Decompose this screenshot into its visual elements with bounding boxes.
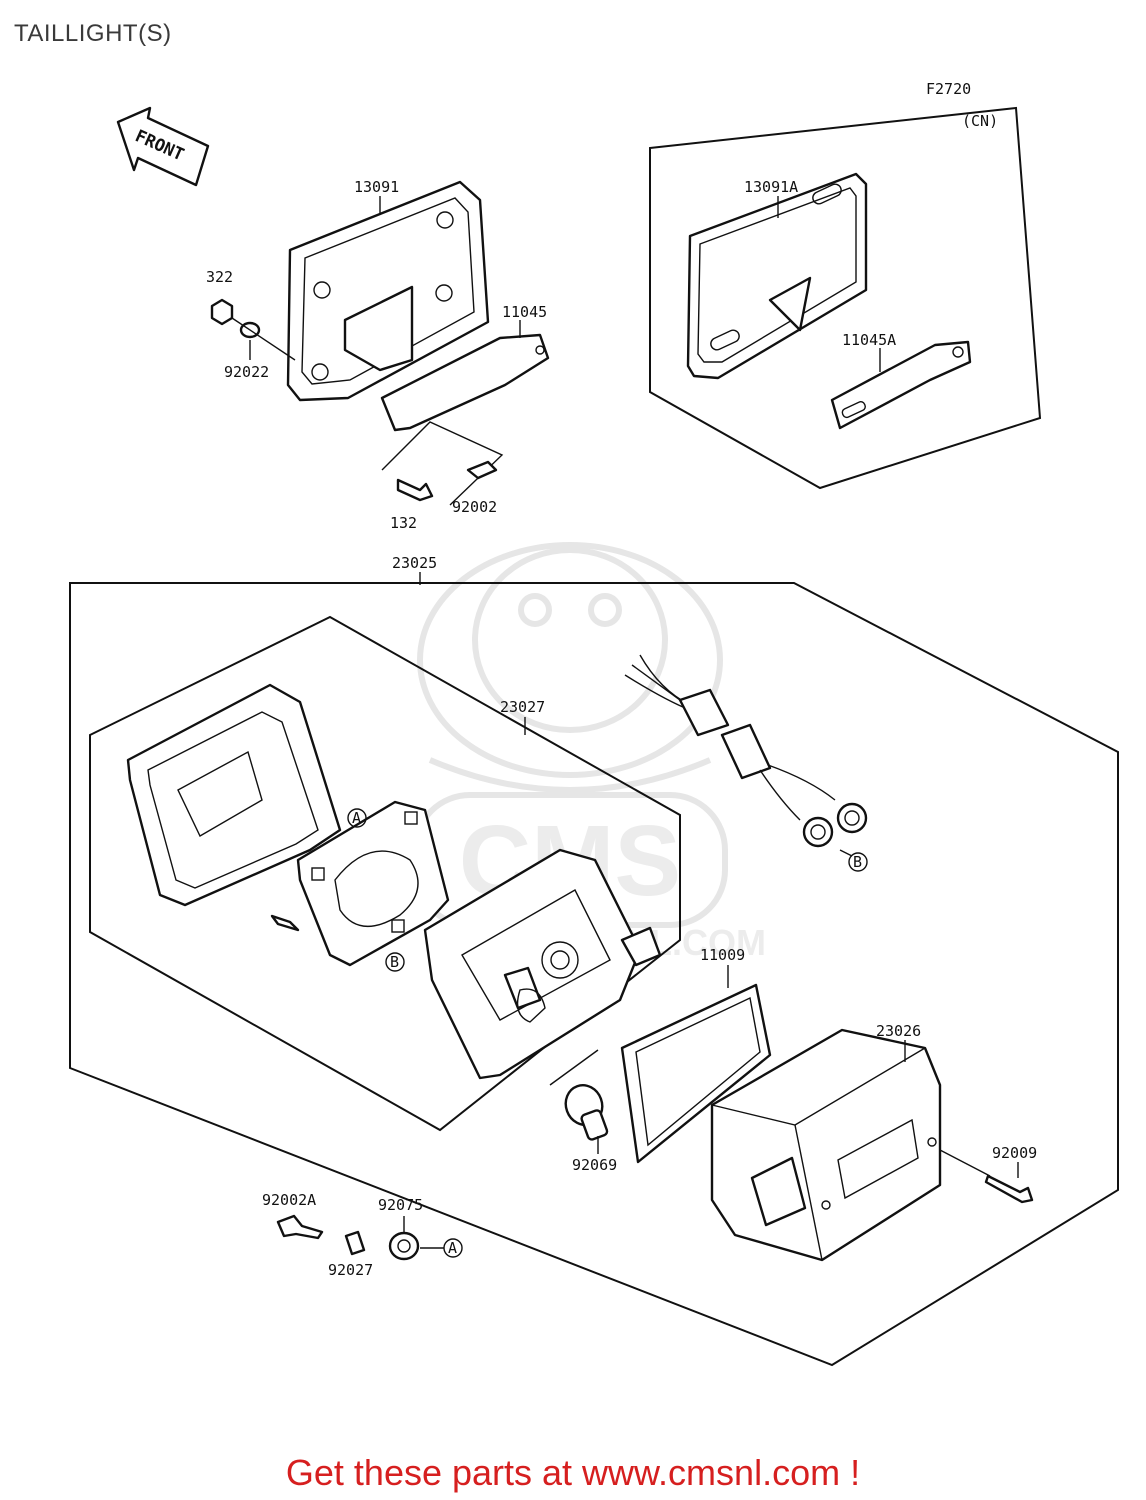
page-title: TAILLIGHT(S)	[14, 20, 172, 47]
part-92069: 92069	[572, 1156, 617, 1174]
lamp-housing-23027	[423, 848, 662, 1080]
region-note: (CN)	[962, 112, 998, 130]
part-92009: 92009	[992, 1144, 1037, 1162]
bracket-11045A	[830, 340, 972, 430]
part-11045A: 11045A	[842, 331, 896, 349]
part-92002: 92002	[452, 498, 497, 516]
bulb-92069	[564, 1084, 609, 1141]
screw-92002	[466, 460, 498, 480]
ref-marker-a: A	[352, 809, 361, 827]
lamp-base-plate	[296, 800, 450, 967]
figure-code: F2720	[926, 80, 971, 98]
part-23026: 23026	[876, 1022, 921, 1040]
license-bracket-13091A	[686, 172, 868, 380]
part-132: 132	[390, 514, 417, 532]
part-13091A: 13091A	[744, 178, 798, 196]
footer-promo-link[interactable]: Get these parts at www.cmsnl.com !	[285, 1452, 861, 1493]
screw-92009	[984, 1174, 1034, 1204]
part-23027: 23027	[500, 698, 545, 716]
cn-box	[649, 106, 1042, 490]
assembly-box-23025	[69, 582, 1119, 1367]
front-arrow-icon: FRONT	[116, 106, 210, 187]
part-23025: 23025	[392, 554, 437, 572]
grommet-92075	[388, 1231, 420, 1261]
license-bracket-13091	[286, 180, 550, 432]
gasket-11009	[620, 983, 772, 1164]
part-92027: 92027	[328, 1261, 373, 1279]
wire-harness	[624, 654, 868, 848]
part-92022: 92022	[224, 363, 269, 381]
part-92075: 92075	[378, 1196, 423, 1214]
part-11009: 11009	[700, 946, 745, 964]
screw-small	[270, 914, 300, 932]
assembly-box-23027	[89, 615, 681, 1132]
ref-marker-b2: B	[853, 853, 862, 871]
part-92002A: 92002A	[262, 1191, 316, 1209]
bolt-132	[396, 478, 434, 502]
lens-rim	[126, 683, 342, 907]
part-13091: 13091	[354, 178, 399, 196]
part-322: 322	[206, 268, 233, 286]
nut-322	[210, 298, 234, 326]
ref-marker-a2: A	[448, 1239, 457, 1257]
ref-marker-b: B	[390, 953, 399, 971]
parts-diagram: CMS WWW.CMSNL.COM FRONT F2720 (CN) 13091…	[69, 80, 1119, 1367]
collar-92027	[344, 1230, 366, 1256]
screw-92002A	[276, 1214, 324, 1240]
part-11045: 11045	[502, 303, 547, 321]
lens-23026	[710, 1028, 942, 1262]
